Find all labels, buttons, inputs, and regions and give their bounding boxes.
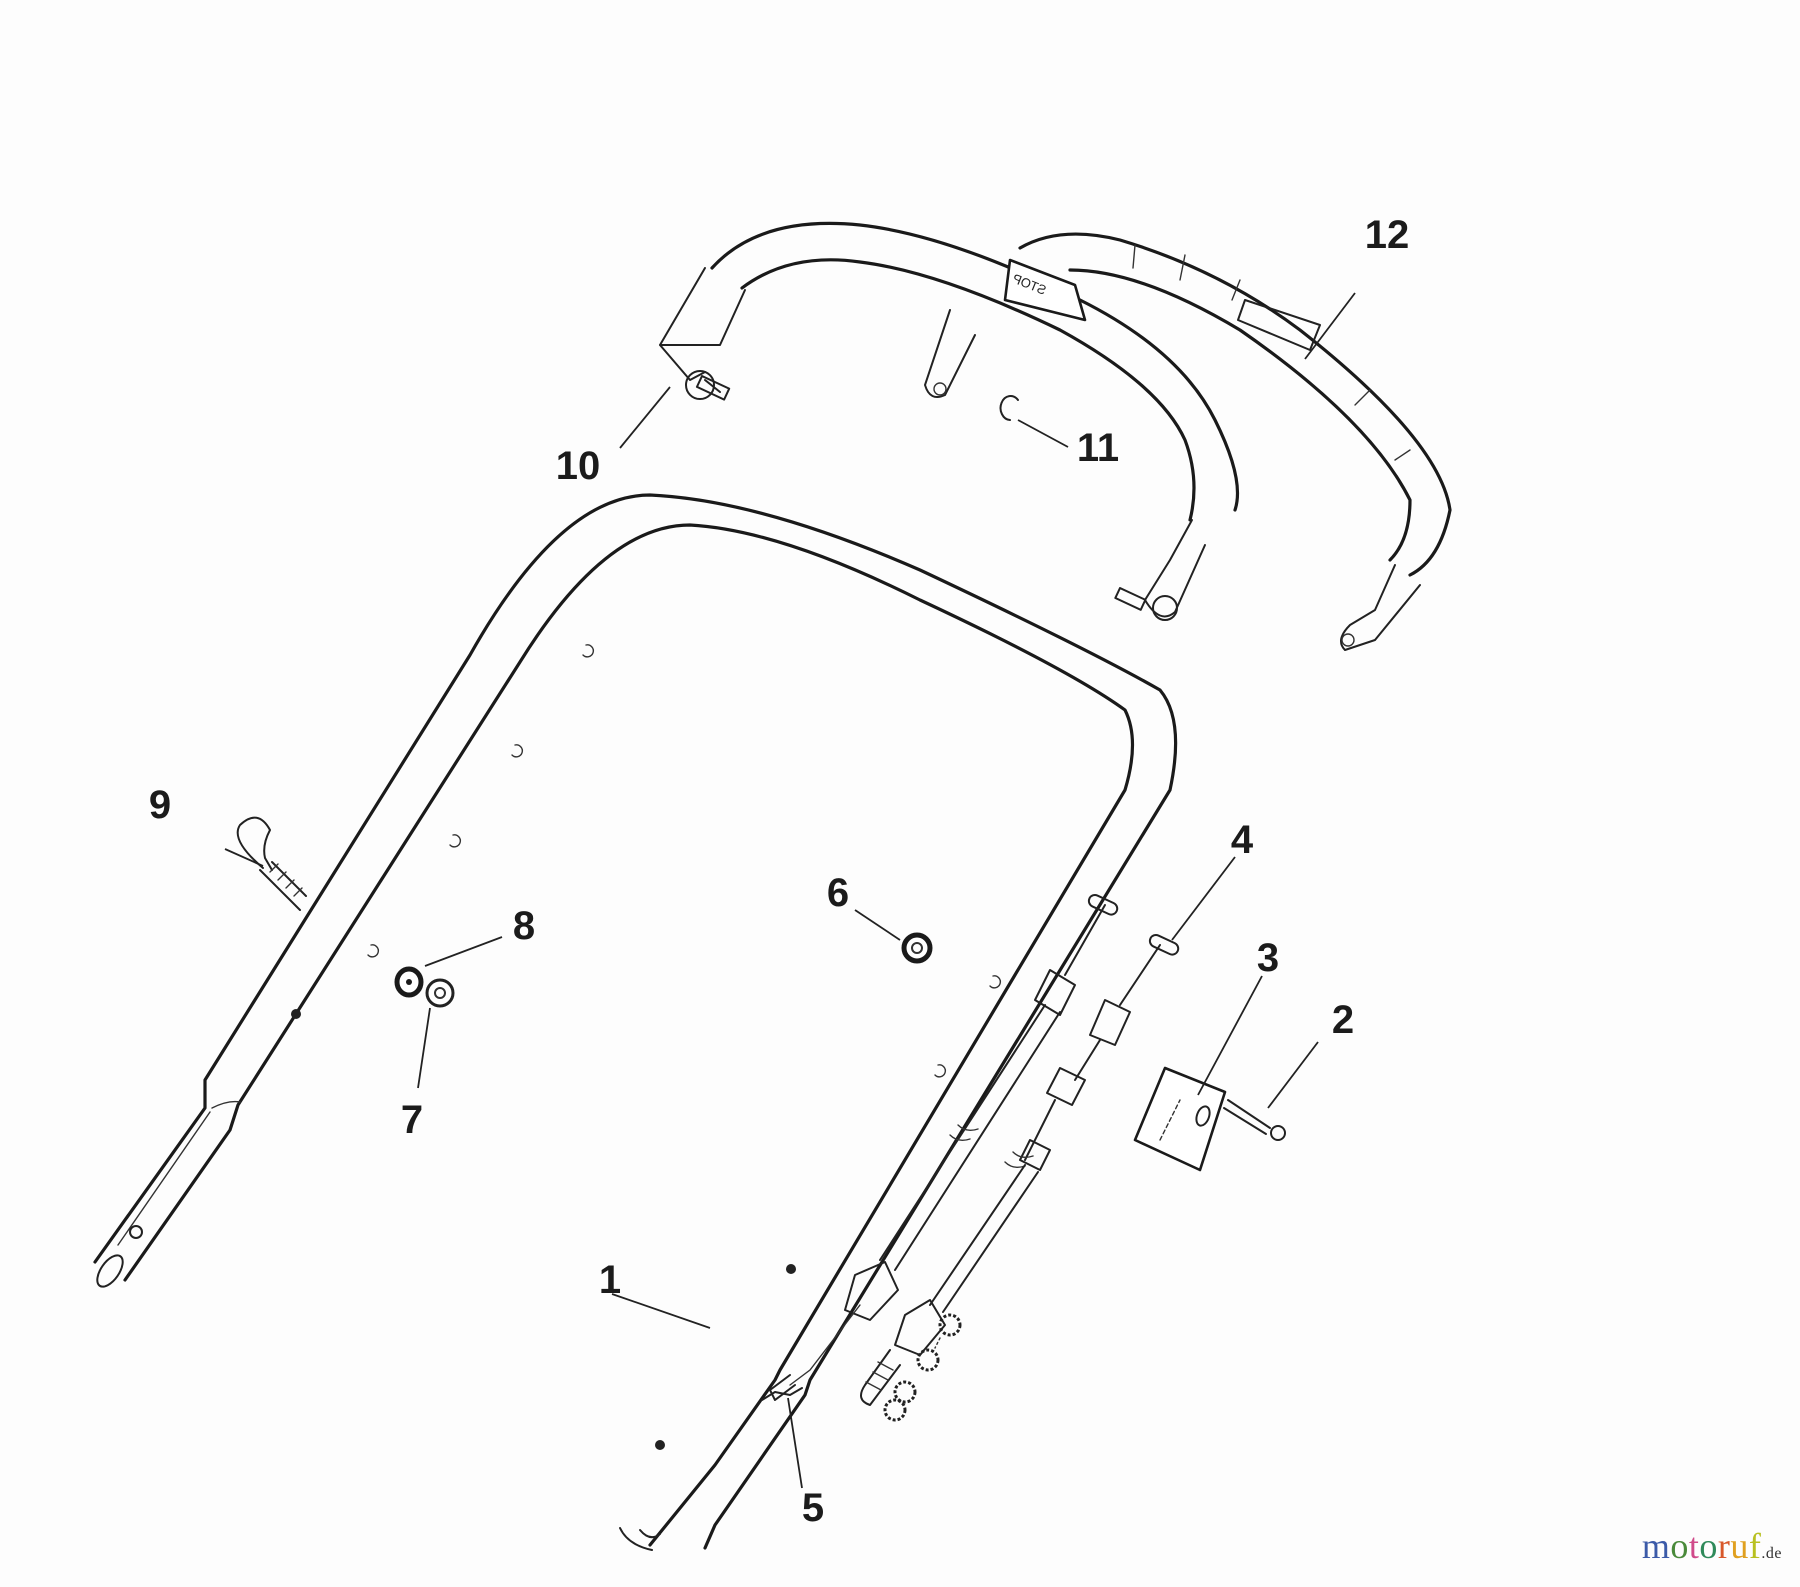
callout-10[interactable]: 10	[555, 444, 601, 488]
callout-11[interactable]: 11	[1076, 426, 1120, 470]
callout-8[interactable]: 8	[512, 904, 536, 948]
watermark-tld: .de	[1761, 1545, 1782, 1562]
control-cable[interactable]	[769, 893, 1180, 1406]
upper-handle[interactable]: STOP	[659, 221, 1239, 621]
circlip[interactable]	[999, 395, 1019, 421]
callout-9[interactable]: 9	[148, 783, 172, 827]
washer[interactable]	[394, 966, 424, 998]
nut-6[interactable]	[901, 932, 933, 964]
watermark-letter: o	[1699, 1526, 1718, 1566]
watermark-letter: o	[1670, 1526, 1689, 1566]
leader-lines	[224, 292, 1356, 1489]
cable-clamp-block[interactable]	[1133, 1066, 1227, 1172]
callout-3[interactable]: 3	[1256, 936, 1280, 980]
callout-6[interactable]: 6	[826, 871, 850, 915]
watermark-letter: m	[1641, 1526, 1671, 1566]
watermark-letter: u	[1730, 1526, 1749, 1566]
screw[interactable]	[1223, 1099, 1286, 1141]
callout-12[interactable]: 12	[1364, 213, 1410, 257]
hook-bolt[interactable]	[236, 816, 307, 911]
lower-handle-frame[interactable]	[92, 493, 1178, 1551]
bail-lever[interactable]	[1018, 232, 1452, 651]
callout-5[interactable]: 5	[801, 1486, 825, 1530]
callout-7[interactable]: 7	[400, 1098, 424, 1142]
cable-end-hook[interactable]	[761, 1387, 803, 1401]
callout-1[interactable]: 1	[598, 1258, 622, 1302]
watermark-letter: f	[1748, 1526, 1762, 1566]
nut-7[interactable]	[425, 978, 455, 1008]
motoruf-watermark: motoruf.de	[1642, 1525, 1782, 1567]
callout-4[interactable]: 4	[1230, 818, 1254, 862]
watermark-letter: t	[1688, 1526, 1700, 1566]
watermark-letter: r	[1717, 1526, 1731, 1566]
star-washers[interactable]	[883, 1313, 962, 1422]
callout-2[interactable]: 2	[1331, 998, 1355, 1042]
